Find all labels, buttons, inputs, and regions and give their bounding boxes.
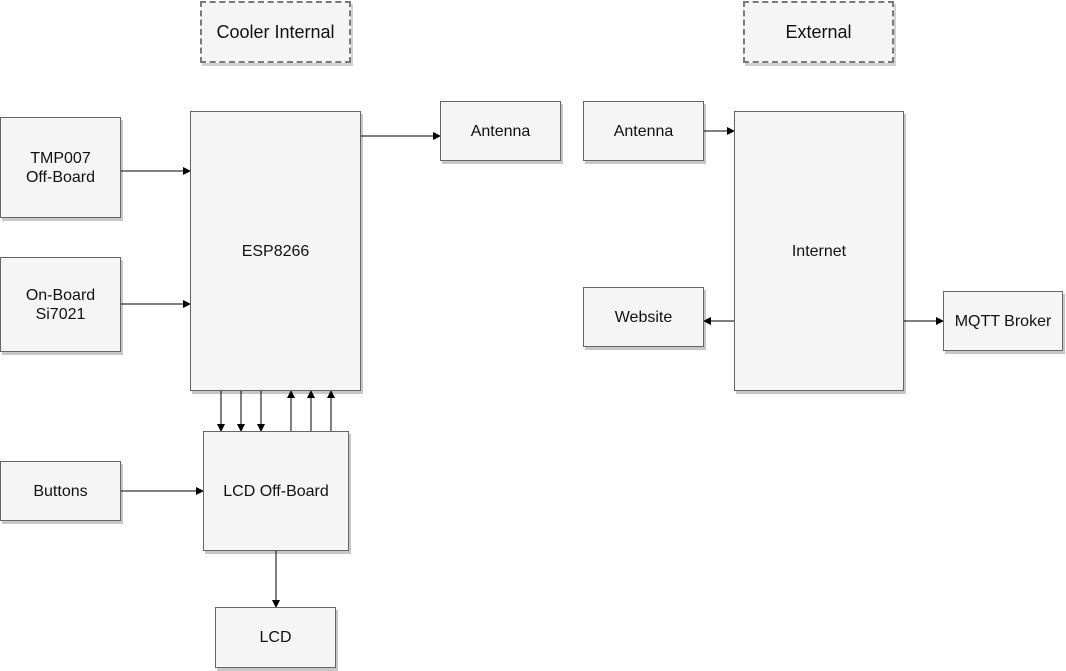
node-tmp007: TMP007 Off-Board bbox=[0, 117, 121, 218]
group-label-external: External bbox=[743, 1, 894, 63]
node-esp8266-label: ESP8266 bbox=[241, 242, 310, 260]
node-lcd-offboard-label: LCD Off-Board bbox=[223, 482, 329, 500]
node-esp8266: ESP8266 bbox=[190, 111, 361, 391]
node-onboard-si7021: On-Board Si7021 bbox=[0, 257, 121, 352]
node-lcd: LCD bbox=[215, 607, 336, 668]
node-antenna-internal-label: Antenna bbox=[470, 122, 531, 140]
node-onboard-si7021-label: On-Board Si7021 bbox=[25, 286, 96, 323]
node-lcd-offboard: LCD Off-Board bbox=[203, 431, 349, 551]
group-label-cooler-internal: Cooler Internal bbox=[200, 1, 351, 63]
node-tmp007-label: TMP007 Off-Board bbox=[25, 149, 96, 186]
node-buttons-label: Buttons bbox=[33, 482, 88, 500]
node-mqtt-broker-label: MQTT Broker bbox=[954, 312, 1052, 330]
node-website-label: Website bbox=[614, 308, 673, 326]
node-lcd-label: LCD bbox=[259, 629, 292, 646]
group-label-cooler-internal-text: Cooler Internal bbox=[216, 21, 335, 42]
group-label-external-text: External bbox=[785, 21, 852, 42]
node-website: Website bbox=[583, 287, 704, 347]
node-internet: Internet bbox=[734, 111, 904, 391]
node-internet-label: Internet bbox=[791, 242, 847, 260]
node-antenna-external: Antenna bbox=[583, 101, 704, 161]
node-buttons: Buttons bbox=[0, 461, 121, 521]
node-mqtt-broker: MQTT Broker bbox=[943, 291, 1063, 351]
node-antenna-external-label: Antenna bbox=[613, 122, 674, 140]
node-antenna-internal: Antenna bbox=[440, 101, 561, 161]
